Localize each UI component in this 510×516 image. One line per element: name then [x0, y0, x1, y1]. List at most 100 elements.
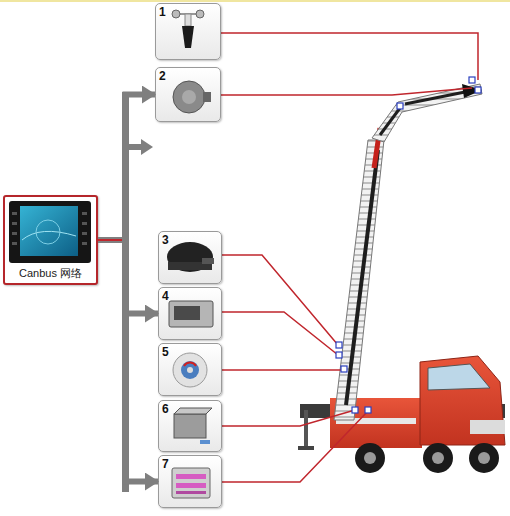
boom-joint	[380, 108, 400, 135]
icon-part	[172, 10, 180, 18]
bus-connector	[98, 240, 158, 482]
icon-part	[173, 353, 207, 387]
bus-arrowhead	[141, 139, 153, 155]
display-panel: Canbus 网络	[3, 195, 98, 285]
hub	[364, 452, 376, 464]
sensor-point	[469, 77, 475, 83]
icon-part	[184, 363, 196, 366]
button	[12, 212, 17, 215]
icon-part	[176, 13, 200, 15]
component-box: 6	[158, 400, 222, 452]
icon-part	[176, 483, 206, 488]
icon-part	[172, 468, 210, 498]
bus-trunk	[122, 92, 129, 492]
component-box: 5	[158, 343, 222, 396]
screen-graphic	[22, 231, 76, 240]
sensor-point	[341, 366, 347, 372]
display-screen	[20, 206, 78, 256]
callout-number: 1	[159, 5, 166, 19]
component-box: 7	[158, 455, 222, 508]
icon-part	[182, 90, 196, 104]
icon-part	[187, 367, 193, 373]
icon-part	[176, 474, 206, 479]
icon-part	[182, 26, 194, 48]
button	[12, 242, 17, 245]
wire	[222, 369, 343, 371]
icon-part	[176, 491, 206, 494]
angle-sensor-icon	[173, 81, 211, 113]
component-box: 2	[155, 67, 221, 122]
wheel	[469, 443, 499, 473]
wire	[221, 88, 472, 95]
dome-sensor-icon	[167, 242, 214, 272]
bus-branch	[125, 144, 143, 150]
sensor-point	[336, 342, 342, 348]
wheels	[355, 443, 499, 473]
sensor-points	[336, 77, 481, 413]
wire	[222, 255, 338, 345]
wheel	[423, 443, 453, 473]
callout-number: 6	[162, 402, 169, 416]
screen-graphic	[36, 220, 60, 244]
display-buttons	[12, 212, 87, 245]
io-module-icon	[172, 468, 210, 498]
hydraulic-cylinder	[346, 150, 378, 405]
bus-connector	[98, 95, 155, 241]
icon-part	[203, 92, 211, 102]
button	[12, 232, 17, 235]
button	[82, 212, 87, 215]
sensor-point	[365, 407, 371, 413]
component-box: 4	[158, 287, 222, 340]
wire	[221, 33, 478, 80]
cab-window	[428, 364, 490, 390]
top-rule	[0, 0, 510, 2]
button	[12, 222, 17, 225]
ladder-mast	[334, 140, 384, 420]
component-box: 3	[158, 231, 222, 284]
bus-connector	[98, 240, 158, 314]
outrigger-pad	[298, 446, 314, 450]
controller-icon	[169, 301, 213, 327]
sensor-point	[397, 103, 403, 109]
encoder-icon	[173, 353, 207, 387]
icon-part	[174, 408, 212, 414]
callout-number: 5	[162, 345, 169, 359]
icon-part	[167, 242, 213, 272]
tilt-sensor-icon	[174, 408, 212, 444]
bumper	[470, 420, 505, 434]
boom-tip	[462, 84, 482, 98]
ladder-boom	[372, 84, 482, 142]
icon-part	[202, 258, 214, 264]
icon-part	[185, 14, 191, 26]
sensor-point	[336, 352, 342, 358]
sensor-point	[475, 87, 481, 93]
icon-part	[168, 262, 212, 270]
icon-part	[196, 10, 204, 18]
wheel	[355, 443, 385, 473]
display-bezel	[9, 201, 91, 263]
icon-part	[174, 306, 200, 320]
icon-part	[181, 361, 199, 379]
callout-number: 2	[159, 69, 166, 83]
outrigger	[304, 410, 308, 448]
component-box: 1	[155, 3, 221, 60]
icon-part	[174, 414, 206, 438]
button	[82, 242, 87, 245]
hub	[432, 452, 444, 464]
callout-number: 3	[162, 233, 169, 247]
network-label: Canbus 网络	[5, 266, 96, 281]
wire	[222, 410, 355, 426]
callout-number: 4	[162, 289, 169, 303]
hub	[478, 452, 490, 464]
icon-part	[169, 301, 213, 327]
sensor-point	[352, 407, 358, 413]
icon-part	[173, 81, 205, 113]
wires	[221, 33, 478, 482]
bus-link	[98, 239, 122, 241]
wind-sensor-icon	[172, 10, 204, 48]
truck-cab	[420, 356, 505, 445]
wire	[222, 411, 368, 482]
button	[82, 222, 87, 225]
